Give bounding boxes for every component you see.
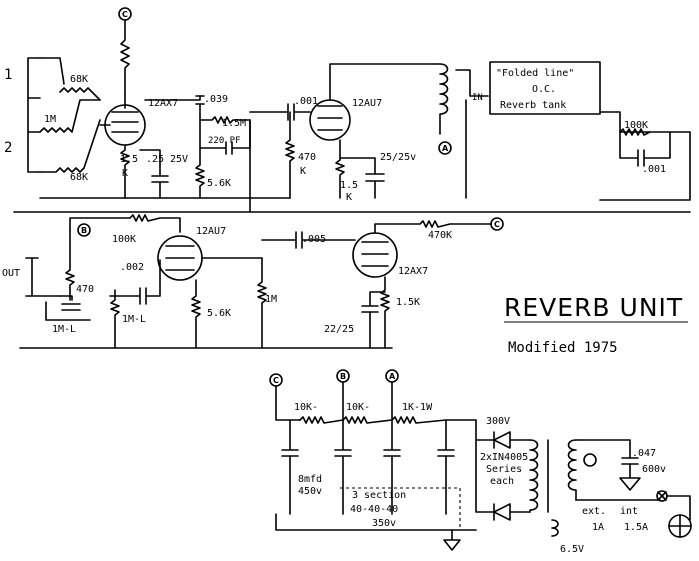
r-100k-v3-label: 100K xyxy=(112,234,136,245)
input-2-label: 2 xyxy=(4,140,12,156)
ps-switch-2: int xyxy=(620,506,638,517)
r-68k-top-label: 68K xyxy=(70,74,88,85)
pilot-lamp xyxy=(583,453,597,467)
input-1-jack[interactable] xyxy=(27,57,41,99)
c-25-label: .25 xyxy=(146,154,164,165)
tube-v2-label: 12AU7 xyxy=(352,98,382,109)
power-transformer-secondary xyxy=(529,439,539,513)
r-5-6k-a-label: 5.6K xyxy=(207,178,231,189)
ps-r-10k-1-label: 10K- xyxy=(294,402,318,413)
ps-c-8mfd-label: 8mfd xyxy=(298,474,322,485)
r-1-5k-v2-label: 1.5 xyxy=(340,180,358,191)
r-1-5m-label: 1.5M xyxy=(222,118,246,129)
ps-r-1k-1w-label: 1K-1W xyxy=(402,402,433,413)
r-1-5k-v2-unit: K xyxy=(346,192,352,203)
ps-diodes-2: Series xyxy=(486,464,522,475)
r-68k-top xyxy=(39,57,101,101)
node-a-top-label: A xyxy=(442,144,449,153)
middle-section: B 100K OUT 470 1M-L .002 1M-L 12AU7 5.6K… xyxy=(2,211,691,349)
node-b-left-label: B xyxy=(81,226,87,235)
r-1m-grid-label: 1M xyxy=(265,294,277,305)
ps-fuse-2: 1.5A xyxy=(624,522,648,533)
tank-in-label: IN xyxy=(472,93,483,103)
r-1-5k-v1-label: 1.5 xyxy=(120,154,138,165)
ground-symbol xyxy=(443,529,461,551)
node-c-top-label: C xyxy=(122,10,128,19)
c-22-25-label: 22/25 xyxy=(324,324,354,335)
ps-r-10k-2-label: 10K- xyxy=(346,402,370,413)
tank-driver-coil xyxy=(439,63,449,135)
c-25-rating: 25V xyxy=(170,154,188,165)
ps-diodes-3: each xyxy=(490,476,514,487)
c-001-tank-label: .001 xyxy=(642,164,666,175)
input-2-jack[interactable] xyxy=(27,131,41,173)
r-5-6k-b-label: 5.6K xyxy=(207,308,231,319)
ps-v-300-label: 300V xyxy=(486,416,510,427)
c-25-25v-v2-label: 25/25v xyxy=(380,152,416,163)
ps-fuse-1: 1A xyxy=(592,522,604,533)
tube-v4-label: 12AX7 xyxy=(398,266,428,277)
ps-c-047-label: .047 xyxy=(632,448,656,459)
r-68k-bot xyxy=(39,119,101,173)
tank-line-2: O.C. xyxy=(532,84,556,95)
r-1-5k-v4-label: 1.5K xyxy=(396,297,420,308)
node-b-left xyxy=(77,223,91,237)
r-470-pot-label: 470 xyxy=(76,284,94,295)
ps-c-section-2: 40-40-40 xyxy=(350,504,398,515)
r-68k-bot-label: 68K xyxy=(70,172,88,183)
title-main: REVERB UNIT xyxy=(504,293,683,322)
r-470k-a-unit: K xyxy=(300,166,306,177)
ps-switch-1: ext. xyxy=(582,506,606,517)
power-supply: C B A 10K- 10K- 1K-1W 8mfd 450v 3 sectio… xyxy=(269,369,692,555)
r-1m-in xyxy=(39,99,101,133)
tube-v1-label: 12AX7 xyxy=(148,98,178,109)
r-100k-tank-label: 100K xyxy=(624,120,648,131)
ps-c-047-rating: 600v xyxy=(642,464,666,475)
title-sub: Modified 1975 xyxy=(508,340,618,356)
reverb-tank xyxy=(489,61,601,115)
node-b-ps-label: B xyxy=(340,372,346,381)
tank-line-1: "Folded line" xyxy=(496,68,574,79)
r-470k-b-label: 470K xyxy=(428,230,452,241)
node-a-ps-label: A xyxy=(389,372,396,381)
ps-c-section-1: 3 section xyxy=(352,490,406,501)
pot-1m-l-b-label: 1M-L xyxy=(122,314,146,325)
ps-diodes-1: 2xIN4005 xyxy=(480,452,528,463)
power-transformer-primary xyxy=(567,439,577,501)
tube-v4 xyxy=(352,232,398,278)
output-jack[interactable] xyxy=(25,257,61,297)
node-c-ps-label: C xyxy=(273,376,279,385)
c-039-label: .039 xyxy=(204,94,228,105)
title-block: REVERB UNIT Modified 1975 xyxy=(504,293,688,356)
ps-c-section-3: 350v xyxy=(372,518,396,529)
tube-v3-label: 12AU7 xyxy=(196,226,226,237)
c-002-label: .002 xyxy=(120,262,144,273)
output-label: OUT xyxy=(2,268,20,279)
tank-line-3: Reverb tank xyxy=(500,100,566,111)
pot-1m-l-a-label: 1M-L xyxy=(52,324,76,335)
c-001-a-label: .001 xyxy=(294,96,318,107)
c-220pf-label: 220 PF xyxy=(208,136,241,146)
input-1-label: 1 xyxy=(4,67,12,83)
r-470k-a-label: 470 xyxy=(298,152,316,163)
tube-v1 xyxy=(104,104,146,146)
ps-c-8mfd-rating: 450v xyxy=(298,486,322,497)
top-section: 1 2 68K 1M 68K C 12AX7 1.5 K .25 25V .03… xyxy=(4,7,691,213)
node-c-right xyxy=(490,217,504,231)
node-a-top xyxy=(438,141,452,155)
ps-heater-v-label: 6.5V xyxy=(560,544,584,555)
node-c-right-label: C xyxy=(494,220,500,229)
r-1m-in-label: 1M xyxy=(44,114,56,125)
